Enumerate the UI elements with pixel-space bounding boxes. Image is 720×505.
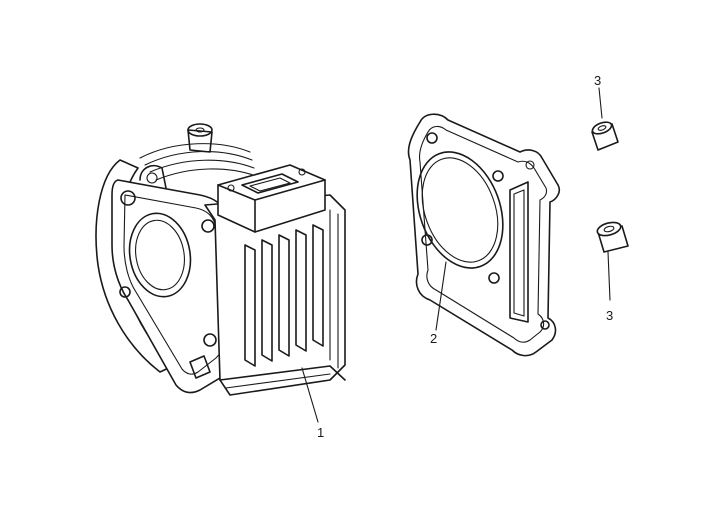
leader-line-1 xyxy=(301,367,319,423)
leader-line-3a xyxy=(598,87,603,119)
cylinder-gasket xyxy=(407,113,561,357)
callout-2: 2 xyxy=(430,331,437,346)
leader-line-2 xyxy=(435,261,447,331)
dowel-pin-upper xyxy=(591,87,619,151)
cylinder-block xyxy=(95,123,346,423)
callout-1: 1 xyxy=(317,425,324,440)
callout-3-lower: 3 xyxy=(606,308,613,323)
callout-3-upper: 3 xyxy=(594,73,601,88)
dowel-pin-lower xyxy=(596,221,629,301)
leader-line-3b xyxy=(607,251,611,301)
